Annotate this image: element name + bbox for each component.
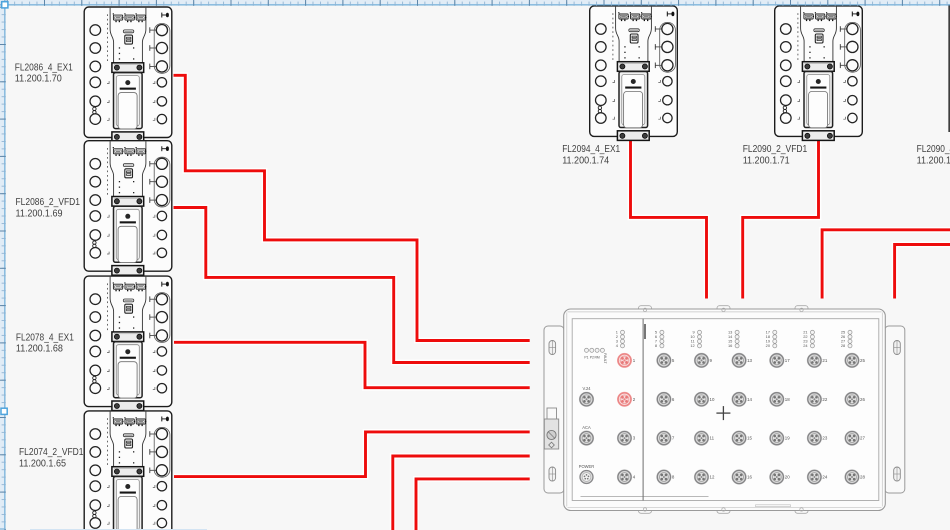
svg-text:5: 5	[672, 358, 675, 363]
svg-text:28: 28	[841, 343, 845, 348]
svg-text:3: 3	[616, 339, 618, 344]
svg-text:1: 1	[633, 358, 636, 363]
svg-text:4: 4	[633, 475, 636, 480]
svg-text:14: 14	[747, 397, 752, 402]
svg-text:27: 27	[841, 339, 845, 344]
svg-text:V.24: V.24	[582, 386, 591, 391]
svg-text:22: 22	[822, 397, 827, 402]
svg-text:15: 15	[728, 339, 732, 344]
svg-text:8: 8	[655, 343, 657, 348]
svg-text:10: 10	[690, 334, 695, 339]
svg-text:8: 8	[672, 475, 675, 480]
svg-text:12: 12	[690, 343, 694, 348]
svg-text:17: 17	[785, 358, 790, 363]
svg-text:22: 22	[803, 334, 807, 339]
svg-text:FL2086_2_VFD1: FL2086_2_VFD1	[16, 197, 81, 208]
svg-text:6: 6	[672, 397, 675, 402]
svg-text:11.200.1.69: 11.200.1.69	[16, 208, 63, 219]
svg-text:21: 21	[822, 358, 827, 363]
svg-text:14: 14	[728, 334, 733, 339]
svg-text:26: 26	[841, 334, 845, 339]
svg-text:21: 21	[803, 330, 807, 335]
svg-text:10: 10	[710, 397, 715, 402]
svg-text:11.200.1.70: 11.200.1.70	[15, 74, 62, 85]
svg-text:FL2090_2_VFD1: FL2090_2_VFD1	[743, 144, 808, 155]
svg-text:5: 5	[655, 330, 657, 335]
svg-text:26: 26	[860, 397, 865, 402]
svg-text:18: 18	[785, 397, 790, 402]
svg-text:23: 23	[803, 339, 807, 344]
svg-text:ACA: ACA	[582, 425, 591, 430]
svg-text:20: 20	[766, 343, 771, 348]
svg-text:11.200.1.65: 11.200.1.65	[19, 459, 66, 470]
svg-text:7: 7	[655, 339, 657, 344]
svg-text:POWER: POWER	[579, 464, 595, 469]
svg-text:19: 19	[766, 339, 770, 344]
svg-text:FL2074_2_VFD1: FL2074_2_VFD1	[19, 447, 84, 458]
svg-text:15: 15	[747, 436, 752, 441]
svg-text:12: 12	[710, 475, 715, 480]
svg-text:24: 24	[822, 475, 827, 480]
svg-text:23: 23	[822, 436, 827, 441]
svg-text:P1: P1	[584, 355, 588, 359]
svg-text:FL2078_4_EX1: FL2078_4_EX1	[16, 332, 74, 343]
svg-text:11.200.1.71: 11.200.1.71	[743, 156, 790, 167]
svg-text:16: 16	[728, 343, 732, 348]
svg-text:28: 28	[860, 475, 865, 480]
svg-text:FL2094_4_EX1: FL2094_4_EX1	[562, 144, 620, 155]
svg-text:27: 27	[860, 436, 865, 441]
svg-text:25: 25	[860, 358, 865, 363]
svg-text:FAULT: FAULT	[603, 353, 607, 363]
svg-text:9: 9	[693, 330, 695, 335]
svg-text:2: 2	[616, 334, 618, 339]
svg-text:20: 20	[785, 475, 790, 480]
svg-text:18: 18	[766, 334, 770, 339]
svg-text:11.200.1.68: 11.200.1.68	[16, 343, 63, 354]
svg-text:4: 4	[616, 343, 619, 348]
svg-text:11.200.1.72: 11.200.1.72	[917, 156, 950, 167]
svg-text:FL2090_4_EX2: FL2090_4_EX2	[917, 144, 950, 155]
svg-text:19: 19	[785, 436, 790, 441]
svg-text:1: 1	[616, 330, 618, 335]
svg-text:13: 13	[747, 358, 752, 363]
svg-text:24: 24	[803, 343, 808, 348]
svg-text:2: 2	[633, 397, 636, 402]
svg-text:FL2086_4_EX1: FL2086_4_EX1	[15, 62, 73, 73]
svg-text:RM: RM	[594, 355, 599, 359]
svg-text:17: 17	[766, 330, 770, 335]
svg-text:9: 9	[710, 358, 713, 363]
svg-text:P2: P2	[590, 355, 594, 359]
svg-text:25: 25	[841, 330, 845, 335]
svg-text:16: 16	[747, 475, 752, 480]
svg-text:11: 11	[710, 436, 715, 441]
svg-text:13: 13	[728, 330, 732, 335]
svg-text:11: 11	[691, 339, 695, 344]
svg-text:11.200.1.74: 11.200.1.74	[562, 156, 609, 167]
svg-text:3: 3	[633, 436, 636, 441]
svg-text:7: 7	[672, 436, 675, 441]
svg-text:6: 6	[655, 334, 657, 339]
